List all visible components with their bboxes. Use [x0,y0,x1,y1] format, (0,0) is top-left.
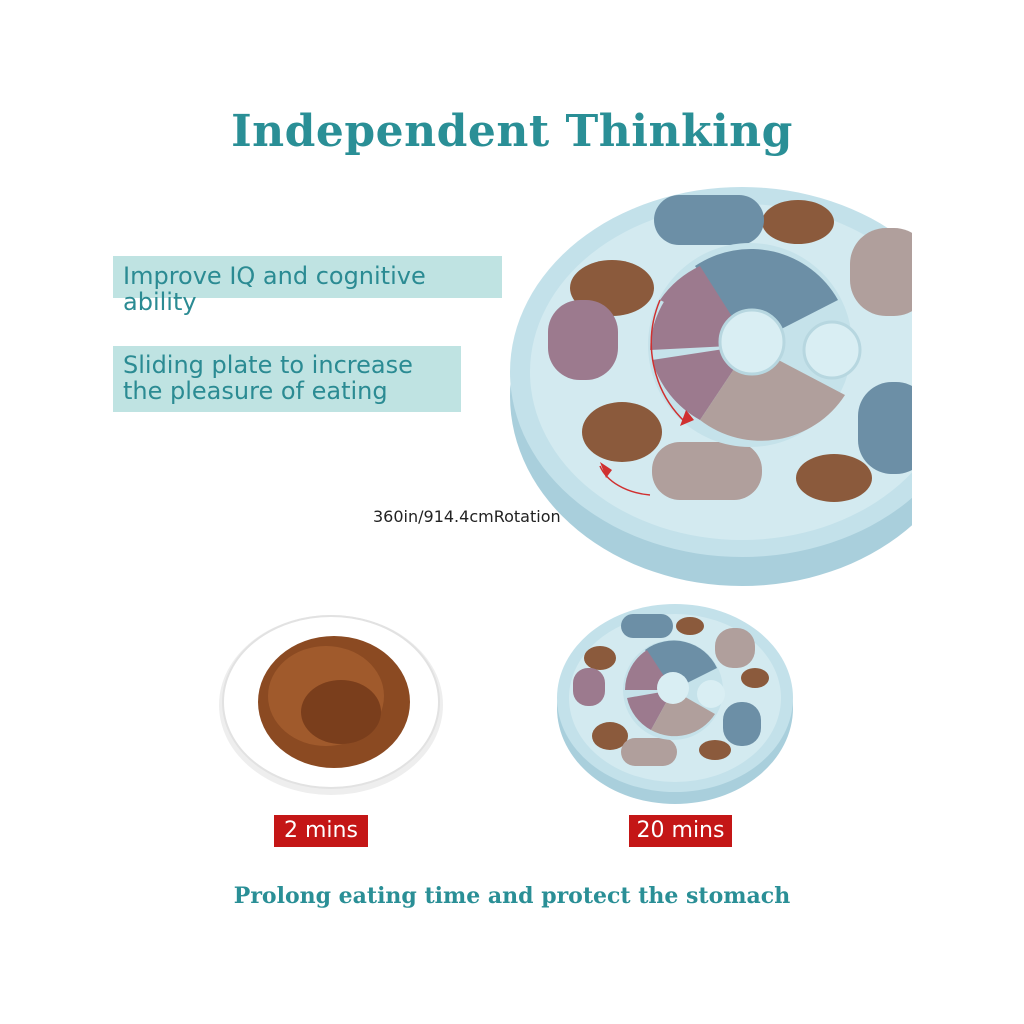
rotation-label: 360in/914.4cmRotation [373,507,561,526]
kibble-plate [219,615,443,795]
plate-time-badge: 2 mins [274,815,368,847]
feature-sliding-plate: Sliding plate to increase the pleasure o… [113,346,461,412]
puzzle-feeder-small [557,604,793,804]
feeder-time-badge: 20 mins [629,815,732,847]
feature-iq: Improve IQ and cognitive ability [113,256,502,315]
footer-caption: Prolong eating time and protect the stom… [233,883,791,909]
headline: Independent Thinking [231,106,793,157]
